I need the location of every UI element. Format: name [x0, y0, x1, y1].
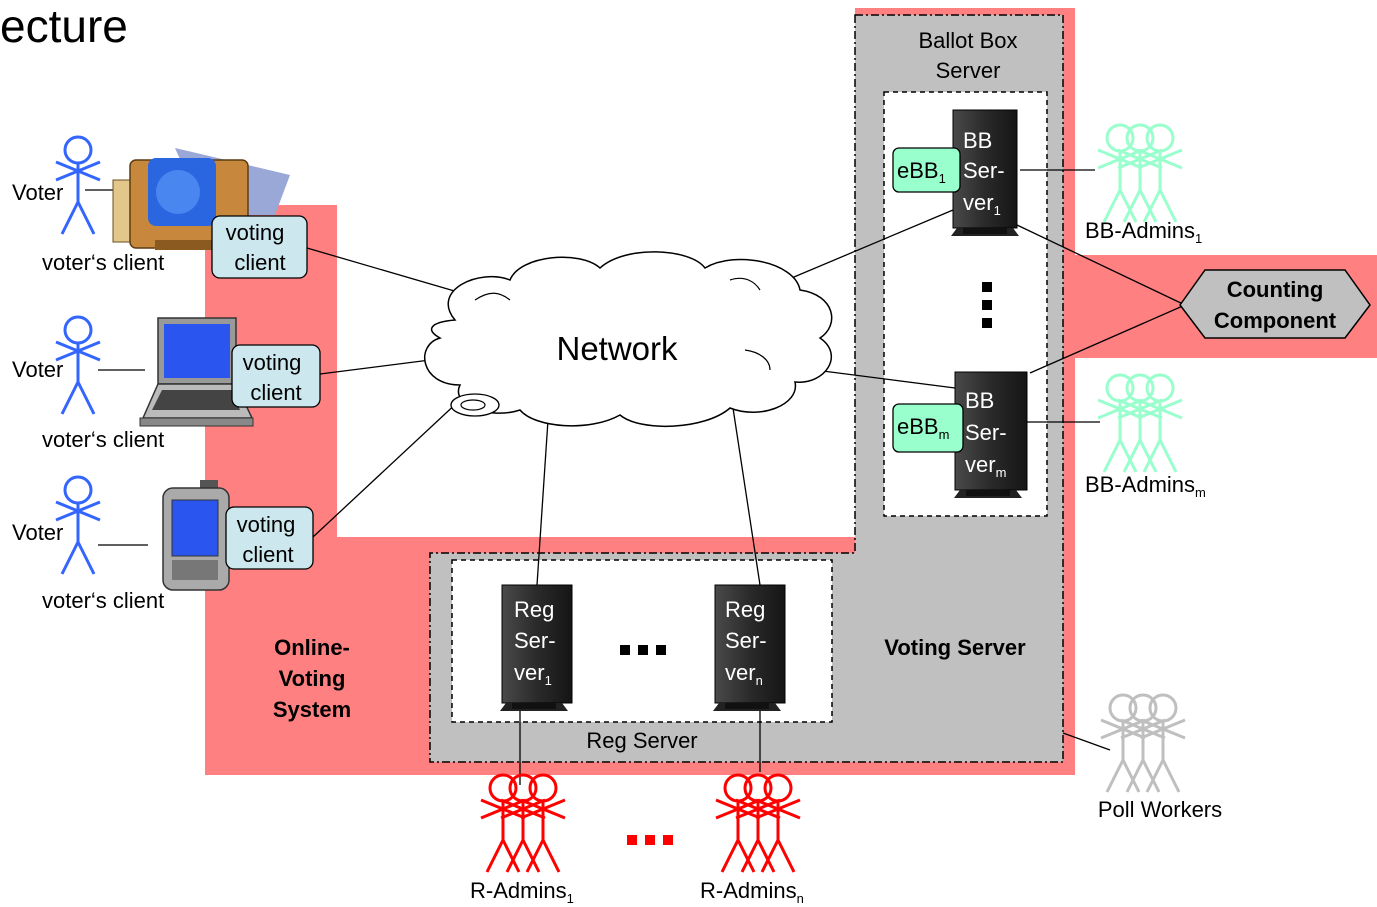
- svg-text:Ser-: Ser-: [514, 628, 556, 653]
- svg-text:Ser-: Ser-: [725, 628, 767, 653]
- voting-server-label: Voting Server: [884, 635, 1026, 660]
- poll-workers-figures: [1099, 693, 1187, 794]
- r-admins-n-label: R-Adminsn: [700, 878, 804, 906]
- voter-label-2: Voter: [12, 357, 63, 382]
- online-voting-label-line2: Voting: [279, 666, 346, 691]
- svg-text:Counting: Counting: [1227, 277, 1324, 302]
- svg-text:voting: voting: [237, 512, 296, 537]
- network-cloud: Network: [424, 251, 833, 428]
- poll-workers-label: Poll Workers: [1098, 797, 1222, 822]
- svg-text:voting: voting: [226, 220, 285, 245]
- online-voting-label-line3: System: [273, 697, 351, 722]
- r-admins-1-label: R-Admins1: [470, 878, 574, 906]
- r-admins-1-figures: [479, 773, 567, 874]
- svg-text:voting: voting: [243, 350, 302, 375]
- counting-component: Counting Component: [1179, 269, 1371, 339]
- voters-client-caption-3: voter‘s client: [42, 588, 164, 613]
- svg-text:Component: Component: [1214, 308, 1337, 333]
- svg-text:ver1: ver1: [514, 660, 552, 688]
- bb-admins-1-figures: [1096, 123, 1184, 224]
- reg-server-n: Reg Ser- vern: [713, 584, 786, 711]
- svg-text:BB: BB: [963, 128, 992, 153]
- voter-label-1: Voter: [12, 180, 63, 205]
- reg-server-label: Reg Server: [586, 728, 697, 753]
- svg-text:BB: BB: [965, 388, 994, 413]
- svg-text:client: client: [250, 380, 301, 405]
- bb-admins-m-label: BB-Adminsm: [1085, 472, 1206, 500]
- bb-server-1: BB Ser- ver1: [951, 109, 1019, 236]
- svg-text:verm: verm: [965, 452, 1006, 480]
- vertical-ellipsis: [982, 282, 992, 328]
- voting-client-1: voting client: [211, 215, 308, 279]
- reg-server-1: Reg Ser- ver1: [500, 584, 573, 711]
- bb-server-m: BB Ser- verm: [954, 371, 1028, 498]
- svg-text:Reg: Reg: [725, 597, 765, 622]
- voters-client-caption-1: voter‘s client: [42, 250, 164, 275]
- voting-client-2: voting client: [231, 344, 321, 408]
- svg-text:client: client: [234, 250, 285, 275]
- ebb-1: eBB1: [892, 147, 961, 193]
- voter-label-3: Voter: [12, 520, 63, 545]
- voters-client-caption-2: voter‘s client: [42, 427, 164, 452]
- page-title: ecture: [0, 0, 128, 52]
- ebb-m: eBBm: [892, 403, 964, 453]
- svg-text:Reg: Reg: [514, 597, 554, 622]
- svg-text:Ser-: Ser-: [963, 158, 1005, 183]
- bb-admins-m-figures: [1096, 373, 1184, 474]
- svg-text:ver1: ver1: [963, 190, 1001, 218]
- svg-text:vern: vern: [725, 660, 763, 688]
- r-admins-n-figures: [714, 773, 802, 874]
- pda-device-icon: [162, 480, 230, 591]
- online-voting-label-line1: Online-: [274, 635, 350, 660]
- bb-admins-1-label: BB-Admins1: [1085, 218, 1202, 246]
- ballot-box-server-label-line2: Server: [936, 58, 1001, 83]
- horizontal-ellipsis-admins: [627, 835, 673, 845]
- network-label: Network: [556, 330, 678, 367]
- svg-text:Ser-: Ser-: [965, 420, 1007, 445]
- horizontal-ellipsis-reg: [620, 645, 666, 655]
- ballot-box-server-label-line1: Ballot Box: [918, 28, 1017, 53]
- laptop-icon: [139, 317, 254, 427]
- connection-lines: [85, 169, 1186, 785]
- svg-text:client: client: [242, 542, 293, 567]
- voting-client-3: voting client: [225, 506, 314, 570]
- svg-text:eBBm: eBBm: [897, 414, 949, 442]
- svg-text:eBB1: eBB1: [897, 158, 946, 186]
